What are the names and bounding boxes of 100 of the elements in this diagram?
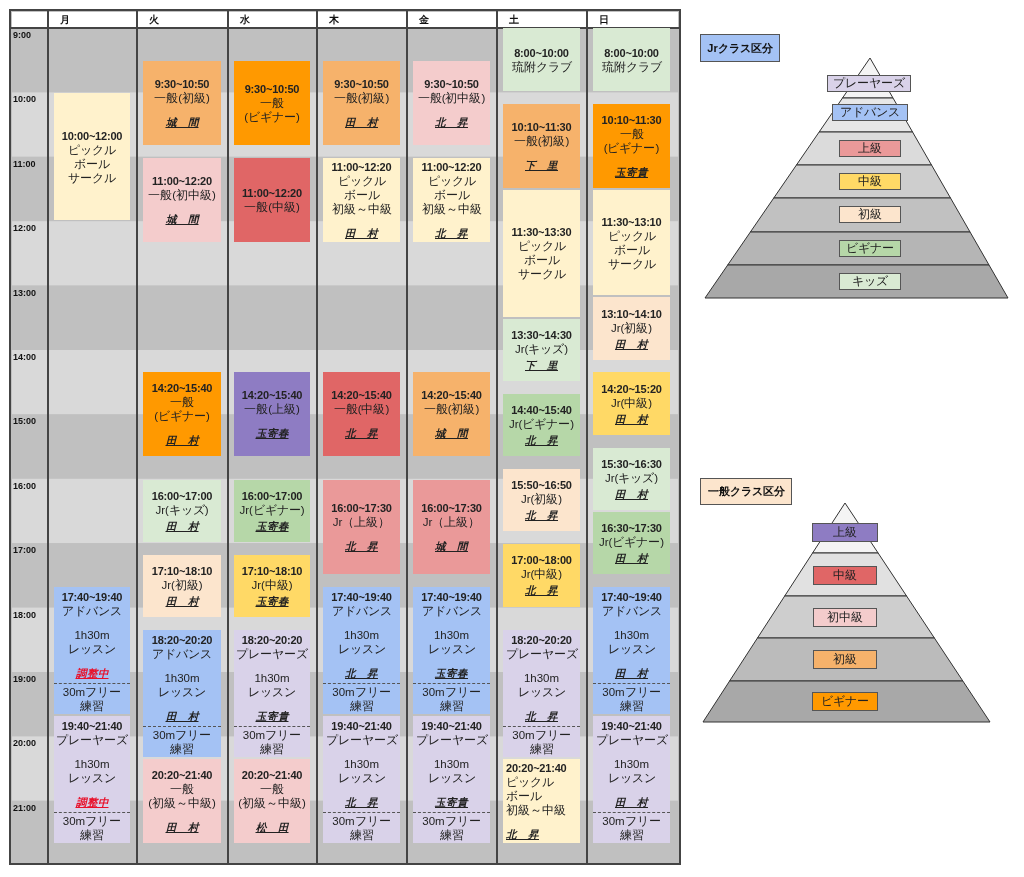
instructor-name: 玉寄春 — [435, 665, 468, 680]
instructor-name: 田 村 — [165, 708, 199, 723]
instructor-name: 北 昇 — [345, 794, 378, 809]
class-block — [234, 372, 310, 457]
instructor-name: 田 村 — [615, 486, 648, 501]
time-range: 20:20~21:40 — [506, 760, 567, 775]
instructor-name: 北 昇 — [525, 508, 558, 523]
instructor-name: 城 間 — [165, 115, 199, 130]
class-text: Jr(キッズ) — [514, 342, 569, 356]
instructor-name: 田 村 — [165, 519, 199, 533]
class-block — [413, 61, 490, 146]
class-text: ボール — [74, 156, 110, 171]
instructor-name: 玉寄貴 — [255, 708, 289, 723]
time-range: 16:00~17:30 — [421, 501, 482, 516]
time-range: 13:10~14:10 — [601, 306, 662, 321]
instructor-name: 北 昇 — [506, 826, 539, 841]
legend-title: 一般クラス区分 — [700, 478, 792, 505]
legend-label: ビギナー — [821, 692, 869, 710]
class-text: (初級～中級) — [238, 795, 306, 810]
instructor-name: 城 間 — [435, 426, 468, 441]
class-text: 練習 — [170, 741, 194, 756]
legend-label: 上級 — [858, 139, 882, 157]
class-text: レッスン — [607, 641, 656, 656]
class-block — [54, 587, 130, 714]
class-text: 30mフリー — [62, 684, 122, 699]
class-block — [143, 157, 221, 242]
instructor-name: 田 村 — [345, 225, 378, 240]
class-text: 一般(中級) — [333, 402, 390, 417]
instructor-name: 田 村 — [615, 794, 648, 809]
class-block — [593, 190, 670, 296]
legend-label: 初中級 — [827, 608, 863, 626]
day-header: 月 — [60, 13, 70, 27]
class-text: 30mフリー — [512, 727, 571, 742]
class-block — [593, 715, 670, 843]
class-text: アドバンス — [62, 603, 122, 618]
time-range: 16:00~17:00 — [241, 489, 303, 503]
class-text: Jr(初級) — [161, 578, 203, 593]
time-range: 18:20~20:20 — [241, 632, 303, 647]
legend-label: 上級 — [833, 523, 857, 541]
class-text: 1h30m — [254, 670, 290, 685]
time-range: 19:40~21:40 — [421, 718, 482, 733]
class-text: サークル — [68, 170, 116, 185]
class-text: 30mフリー — [62, 813, 122, 828]
time-label: 14:00 — [13, 352, 37, 362]
time-label: 20:00 — [13, 738, 37, 749]
instructor-name: 玉寄春 — [255, 519, 289, 533]
time-range: 9:30~10:50 — [424, 77, 479, 92]
class-text: 練習 — [529, 741, 554, 756]
class-block — [503, 758, 580, 843]
instructor-name: 下 里 — [525, 358, 558, 372]
class-text: レッスン — [68, 770, 116, 785]
class-text: 1h30m — [523, 670, 560, 685]
time-range: 16:30~17:30 — [601, 521, 662, 536]
time-range: 18:20~20:20 — [511, 632, 572, 647]
class-text: Jr(初級) — [520, 492, 563, 507]
class-text: Jr(ビギナー) — [598, 535, 665, 550]
class-text: Jr(中級) — [251, 578, 293, 593]
class-text: レッスン — [337, 641, 386, 656]
class-block — [323, 479, 400, 575]
class-text: Jr(キッズ) — [155, 503, 209, 517]
legend-label: アドバンス — [840, 103, 900, 121]
class-text: サークル — [517, 267, 566, 282]
class-text: (ビギナー) — [244, 110, 300, 125]
class-block — [593, 447, 670, 510]
class-text: レッスン — [337, 770, 386, 785]
class-text: 30mフリー — [422, 684, 481, 699]
class-text: アドバンス — [331, 603, 392, 618]
class-block — [413, 715, 490, 843]
time-range: 20:20~21:40 — [151, 767, 213, 782]
class-text: 1h30m — [613, 627, 650, 642]
time-range: 15:30~16:30 — [601, 456, 662, 471]
class-text: 一般(初級) — [513, 134, 570, 149]
class-text: 練習 — [349, 698, 374, 713]
class-text: Jr(ビギナー) — [508, 417, 575, 432]
legend-title: Jrクラス区分 — [700, 34, 780, 62]
time-range: 15:50~16:50 — [511, 478, 572, 493]
time-range: 8:00~10:00 — [604, 45, 659, 60]
class-text: 30mフリー — [152, 727, 212, 742]
class-block — [54, 715, 130, 843]
class-text: 1h30m — [433, 756, 470, 771]
time-range: 9:30~10:50 — [154, 77, 210, 92]
day-header: 水 — [240, 13, 250, 27]
class-text: ボール — [523, 253, 560, 268]
class-text: ピックル — [337, 173, 386, 188]
time-range: 14:40~15:40 — [511, 403, 572, 418]
time-label: 15:00 — [13, 416, 37, 427]
legend-label: 中級 — [858, 172, 882, 190]
class-block — [593, 297, 670, 360]
class-block — [234, 157, 310, 242]
class-text: 琉附クラブ — [601, 59, 662, 74]
class-text: レッスン — [517, 684, 566, 699]
day-header: 日 — [599, 13, 609, 27]
class-block — [503, 190, 580, 317]
day-header: 金 — [419, 13, 429, 27]
time-range: 11:30~13:10 — [601, 214, 662, 229]
time-range: 14:20~15:40 — [421, 388, 482, 403]
time-label: 18:00 — [13, 609, 37, 620]
class-text: ピックル — [506, 774, 554, 789]
class-block — [323, 61, 400, 146]
class-text: Jr(ビギナー) — [239, 503, 305, 517]
